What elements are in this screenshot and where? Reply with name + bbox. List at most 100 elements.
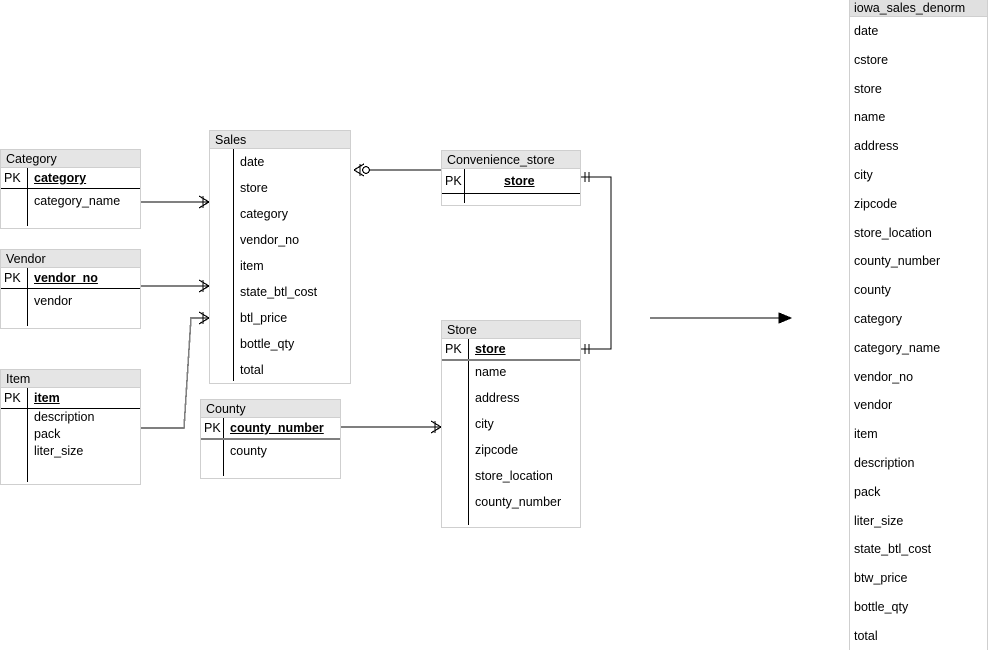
entity-category-pk-separator: [1, 188, 140, 189]
denorm-column: description: [854, 455, 915, 470]
denorm-column: state_btl_cost: [854, 542, 932, 557]
denorm-column: name: [854, 110, 886, 125]
entity-item-attr-name-0: description: [34, 409, 95, 424]
entity-item-attr-row: description: [1, 408, 140, 425]
entity-vendor-pk-name: vendor_no: [34, 271, 98, 285]
entity-sales-attr-name-6: btl_price: [240, 311, 288, 325]
entity-sales-attr-row: bottle_qty: [210, 331, 350, 357]
connector-sales-convenience-store: [353, 163, 441, 177]
entity-county-pk-separator: [201, 438, 340, 440]
entity-item-attr-name-1: pack: [34, 426, 61, 441]
entity-sales-attr-row: btl_price: [210, 305, 350, 331]
entity-item-pk-name: item: [34, 391, 60, 405]
entity-county-pk-row: PK county_number: [201, 418, 340, 438]
entity-store-attr-name-0: name: [475, 365, 507, 379]
entity-convenience-store-title: Convenience_store: [442, 151, 580, 169]
entity-store-attr-row: store_location: [442, 463, 580, 489]
entity-vendor-attr-name: vendor: [34, 294, 73, 308]
entity-item[interactable]: Item PK item description pack liter_size: [0, 369, 141, 485]
denorm-column: zipcode: [854, 196, 898, 211]
denorm-column: store: [854, 81, 882, 96]
entity-category-key-label: PK: [4, 171, 21, 185]
entity-store-attr-name-1: address: [475, 391, 520, 405]
connector-county-store: [340, 420, 442, 434]
entity-county-key-label: PK: [204, 421, 221, 435]
entity-item-attr-name-2: liter_size: [34, 443, 84, 458]
entity-convenience-store[interactable]: Convenience_store PK store: [441, 150, 581, 206]
entity-store-pk-name: store: [475, 342, 506, 356]
denorm-column: city: [854, 167, 873, 182]
denorm-column: county: [854, 283, 891, 298]
entity-store-attr-row: name: [442, 359, 580, 385]
entity-item-key-label: PK: [4, 391, 21, 405]
connector-vendor-sales: [140, 279, 210, 293]
entity-store[interactable]: Store PK store name address city zipcode: [441, 320, 581, 528]
entity-county-pk-name: county_number: [230, 421, 324, 435]
denorm-column: cstore: [854, 52, 889, 67]
entity-store-attr-name-3: zipcode: [475, 443, 519, 457]
transform-arrow-icon: [650, 312, 793, 324]
entity-county[interactable]: County PK county_number county: [200, 399, 341, 479]
entity-convenience-store-pk-name: store: [504, 174, 535, 188]
entity-store-attr-name-5: county_number: [475, 495, 562, 509]
entity-category[interactable]: Category PK category category_name: [0, 149, 141, 229]
entity-sales-attr-name-5: state_btl_cost: [240, 285, 318, 299]
entity-category-attr-row: category_name: [1, 188, 140, 214]
entity-item-pk-row: PK item: [1, 388, 140, 408]
denorm-table-title: iowa_sales_denorm: [850, 0, 987, 17]
denorm-column: category_name: [854, 340, 941, 355]
entity-convenience-store-pk-separator: [442, 193, 580, 194]
denorm-table-panel[interactable]: iowa_sales_denorm date cstore store name…: [849, 0, 988, 650]
entity-item-title: Item: [1, 370, 140, 388]
entity-category-pk-name: category: [34, 171, 87, 185]
entity-sales-attr-name-4: item: [240, 259, 264, 273]
entity-category-title: Category: [1, 150, 140, 168]
denorm-column: category: [854, 311, 902, 326]
denorm-column: item: [854, 427, 878, 442]
denorm-column: liter_size: [854, 513, 904, 528]
entity-sales-attr-row: date: [210, 149, 350, 175]
entity-sales-attr-name-8: total: [240, 363, 264, 377]
entity-store-pk-row: PK store: [442, 339, 580, 359]
entity-store-title: Store: [442, 321, 580, 339]
connector-convenience-store-store: [581, 172, 612, 354]
entity-vendor-attr-row: vendor: [1, 288, 140, 314]
entity-item-pk-separator: [1, 408, 140, 409]
entity-sales-attr-name-0: date: [240, 155, 265, 169]
entity-store-attr-row: address: [442, 385, 580, 411]
entity-vendor-spacer: [1, 314, 140, 328]
connector-category-sales: [140, 195, 210, 209]
entity-sales-attr-row: item: [210, 253, 350, 279]
entity-convenience-store-pk-row: PK store: [442, 169, 580, 193]
entity-sales-attr-row: vendor_no: [210, 227, 350, 253]
entity-county-attr-row: county: [201, 438, 340, 464]
denorm-column: total: [854, 628, 878, 643]
entity-county-attr-name: county: [230, 444, 267, 458]
denorm-column: btw_price: [854, 571, 908, 586]
entity-store-attr-row: zipcode: [442, 437, 580, 463]
denorm-column: vendor: [854, 398, 893, 413]
denorm-column: date: [854, 24, 879, 38]
entity-store-key-label: PK: [445, 342, 462, 356]
denorm-column: pack: [854, 484, 881, 499]
entity-store-attr-row: county_number: [442, 489, 580, 515]
connector-item-sales: [140, 311, 210, 429]
entity-county-spacer: [201, 464, 340, 478]
entity-store-spacer: [442, 515, 580, 527]
entity-sales[interactable]: Sales date store category vendor_no item: [209, 130, 351, 384]
entity-convenience-store-spacer: [442, 193, 580, 205]
entity-sales-attr-row: store: [210, 175, 350, 201]
entity-county-title: County: [201, 400, 340, 418]
entity-convenience-store-key-label: PK: [445, 174, 462, 188]
entity-category-spacer: [1, 214, 140, 228]
entity-vendor-title: Vendor: [1, 250, 140, 268]
denorm-column: address: [854, 139, 899, 154]
entity-item-attr-row: pack: [1, 425, 140, 442]
entity-sales-attr-name-2: category: [240, 207, 288, 221]
entity-store-attr-name-2: city: [475, 417, 494, 431]
entity-vendor[interactable]: Vendor PK vendor_no vendor: [0, 249, 141, 329]
entity-store-attr-row: city: [442, 411, 580, 437]
denorm-column-list: date cstore store name address city zipc…: [850, 17, 987, 650]
entity-vendor-key-label: PK: [4, 271, 21, 285]
entity-sales-attr-name-1: store: [240, 181, 268, 195]
